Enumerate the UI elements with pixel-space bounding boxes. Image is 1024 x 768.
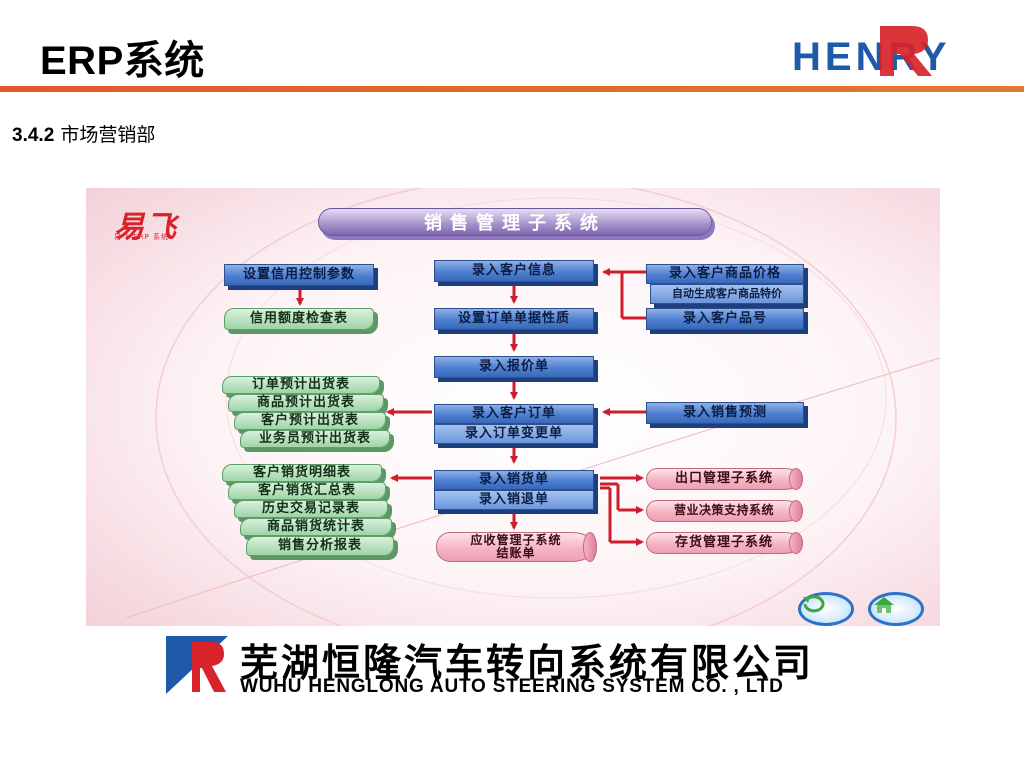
- company-name-cn: 芜湖恒隆汽车转向系统有限公司: [240, 641, 815, 685]
- sales-analysis-report[interactable]: 销售分析报表: [246, 536, 394, 556]
- set-order-doc-type-box[interactable]: 设置订单单据性质: [434, 308, 594, 330]
- enter-quotation-box[interactable]: 录入报价单: [434, 356, 594, 378]
- receivable-subsystem-box[interactable]: 应收管理子系统 结账单: [436, 532, 597, 562]
- back-icon[interactable]: [798, 592, 854, 626]
- enter-customer-info-box[interactable]: 录入客户信息: [434, 260, 594, 282]
- customer-sales-detail-report[interactable]: 客户销货明细表: [222, 464, 382, 482]
- receivable-line2: 结账单: [496, 546, 536, 560]
- slide-title: ERP系统: [40, 39, 205, 83]
- henry-logo: HENRY: [792, 26, 947, 79]
- henglong-logo: [166, 636, 228, 694]
- enter-sales-delivery-box[interactable]: 录入销货单: [434, 470, 594, 490]
- receivable-line1: 应收管理子系统: [470, 532, 562, 547]
- product-sales-stat-report[interactable]: 商品销货统计表: [240, 518, 392, 536]
- export-subsystem-box[interactable]: 出口管理子系统: [646, 468, 803, 490]
- enter-customer-price-box[interactable]: 录入客户商品价格: [646, 264, 804, 284]
- customer-estimate-shipment-report[interactable]: 客户预计出货表: [234, 412, 386, 430]
- customer-sales-summary-report[interactable]: 客户销货汇总表: [228, 482, 386, 500]
- home-icon[interactable]: [868, 592, 924, 626]
- enter-sales-return-box[interactable]: 录入销退单: [434, 490, 594, 510]
- home-icon-glyph: [874, 597, 894, 613]
- enter-order-change-box[interactable]: 录入订单变更单: [434, 424, 594, 444]
- yifei-logo-caption: 易飞 ERP 系统: [114, 233, 169, 241]
- section-heading: 3.4.2 市场营销部: [12, 120, 155, 147]
- product-estimate-shipment-report[interactable]: 商品预计出货表: [228, 394, 384, 412]
- sales-subsystem-screenshot: 易飞 易飞 ERP 系统 销售管理子系统 设置信用控制参数 信用额度检查表 录入…: [86, 188, 940, 626]
- inventory-subsystem-box[interactable]: 存货管理子系统: [646, 532, 803, 554]
- title-divider: [0, 86, 1024, 92]
- credit-limit-report-box[interactable]: 信用额度检查表: [224, 308, 374, 330]
- company-name-en: WUHU HENGLONG AUTO STEERING SYSTEM CO. ,…: [240, 676, 784, 697]
- enter-customer-order-box[interactable]: 录入客户订单: [434, 404, 594, 424]
- section-number: 3.4.2: [12, 125, 55, 146]
- enter-sales-forecast-box[interactable]: 录入销售预测: [646, 402, 804, 424]
- section-title: 市场营销部: [60, 124, 156, 146]
- enter-customer-item-no-box[interactable]: 录入客户品号: [646, 308, 804, 330]
- auto-gen-special-price-box[interactable]: 自动生成客户商品特价: [650, 284, 804, 304]
- decision-support-subsystem-box[interactable]: 营业决策支持系统: [646, 500, 803, 522]
- set-credit-params-box[interactable]: 设置信用控制参数: [224, 264, 374, 286]
- back-icon-glyph: [803, 595, 825, 613]
- transaction-history-report[interactable]: 历史交易记录表: [234, 500, 388, 518]
- yifei-logo: 易飞: [114, 210, 178, 245]
- order-estimate-shipment-report[interactable]: 订单预计出货表: [222, 376, 380, 394]
- salesperson-estimate-shipment-report[interactable]: 业务员预计出货表: [240, 430, 390, 448]
- subsystem-banner: 销售管理子系统: [318, 208, 712, 236]
